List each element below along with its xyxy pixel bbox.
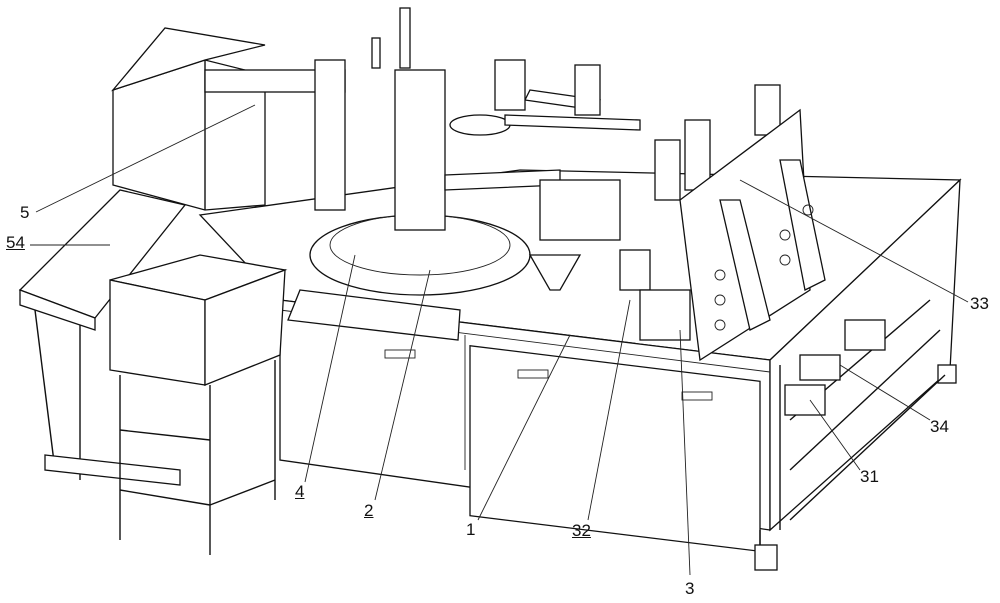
label-4: 4 — [295, 483, 304, 500]
label-32: 32 — [572, 522, 591, 539]
label-54: 54 — [6, 234, 25, 251]
feeding-box — [113, 28, 345, 210]
label-1: 1 — [466, 521, 475, 538]
label-5: 5 — [20, 204, 29, 221]
label-34: 34 — [930, 418, 949, 435]
collection-bin — [110, 255, 285, 555]
label-3: 3 — [685, 580, 694, 597]
label-33: 33 — [970, 295, 989, 312]
rotary-table — [310, 8, 530, 295]
label-31: 31 — [860, 468, 879, 485]
label-2: 2 — [364, 502, 373, 519]
